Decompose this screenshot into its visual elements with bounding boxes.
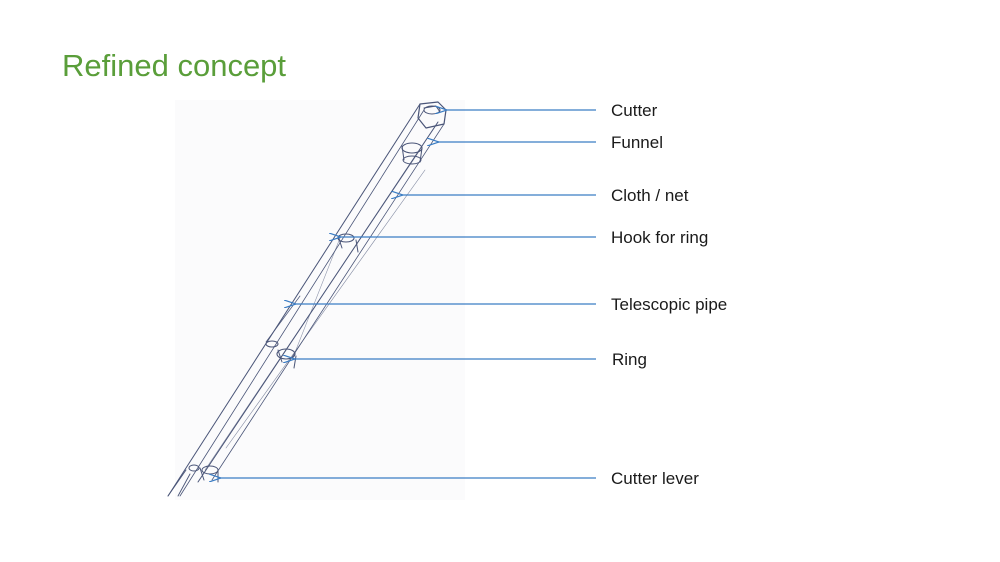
label-hook-for-ring: Hook for ring [611,228,709,247]
label-funnel: Funnel [611,133,663,152]
label-telescopic-pipe: Telescopic pipe [611,295,728,314]
slide-title: Refined concept [62,48,287,83]
label-cutter: Cutter [611,101,658,120]
label-cutter-lever: Cutter lever [611,469,699,488]
callout-arrows [220,110,596,478]
paper-shading [175,100,465,500]
label-ring: Ring [612,350,647,369]
label-cloth-net: Cloth / net [611,186,689,205]
